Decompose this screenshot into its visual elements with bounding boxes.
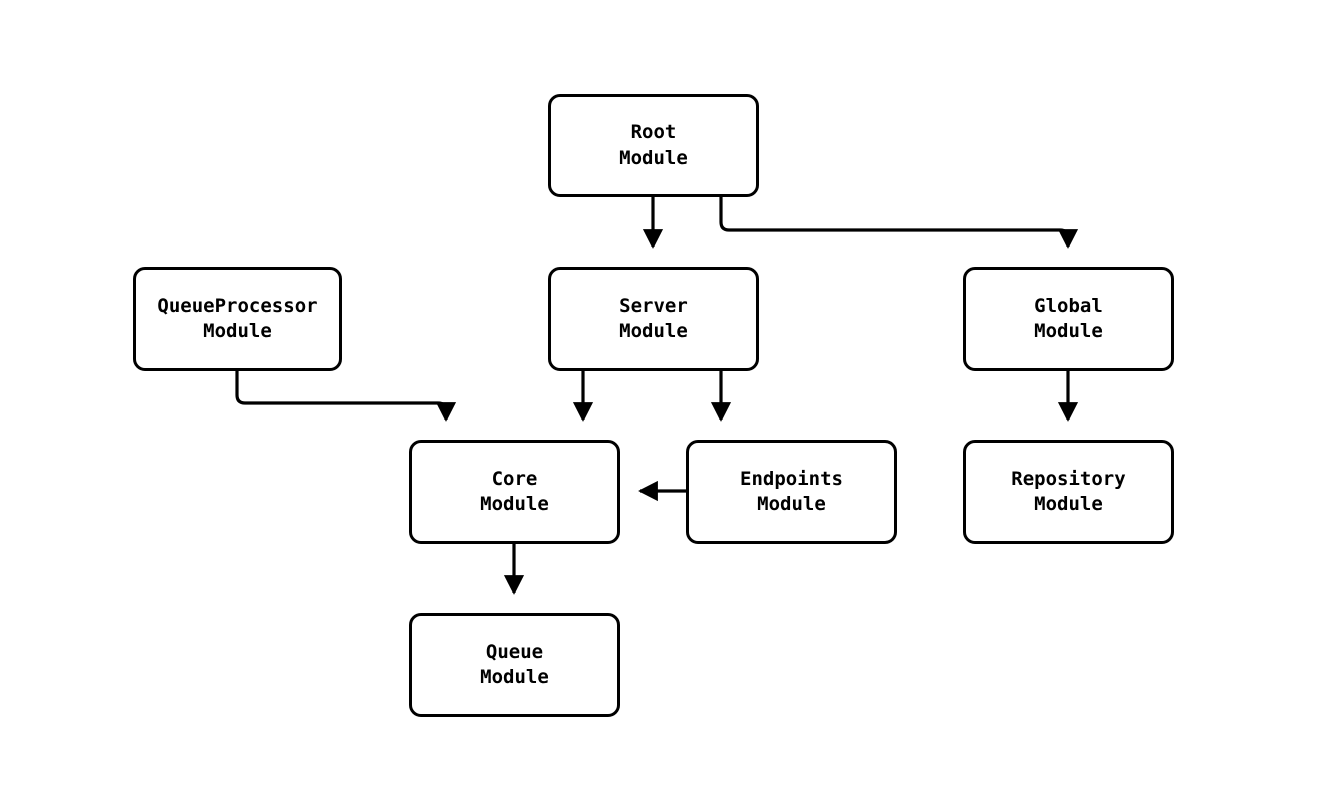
node-queue-label: Queue Module <box>480 640 549 688</box>
node-repository-label: Repository Module <box>1011 467 1126 515</box>
node-server-label: Server Module <box>619 294 688 342</box>
node-server[interactable]: Server Module <box>548 267 759 371</box>
node-core[interactable]: Core Module <box>409 440 620 544</box>
node-repository[interactable]: Repository Module <box>963 440 1174 544</box>
node-core-label: Core Module <box>480 467 549 515</box>
node-root-label: Root Module <box>619 121 688 169</box>
node-queue[interactable]: Queue Module <box>409 613 620 717</box>
node-root[interactable]: Root Module <box>548 94 759 197</box>
node-queueprocessor-label: QueueProcessor Module <box>157 294 318 342</box>
node-endpoints-label: Endpoints Module <box>740 467 843 515</box>
node-endpoints[interactable]: Endpoints Module <box>686 440 897 544</box>
node-queueprocessor[interactable]: QueueProcessor Module <box>133 267 342 371</box>
edge-root-to-global <box>719 197 1079 249</box>
node-global-label: Global Module <box>1034 294 1103 342</box>
node-global[interactable]: Global Module <box>963 267 1174 371</box>
edge-queueprocessor-to-core <box>235 371 457 422</box>
